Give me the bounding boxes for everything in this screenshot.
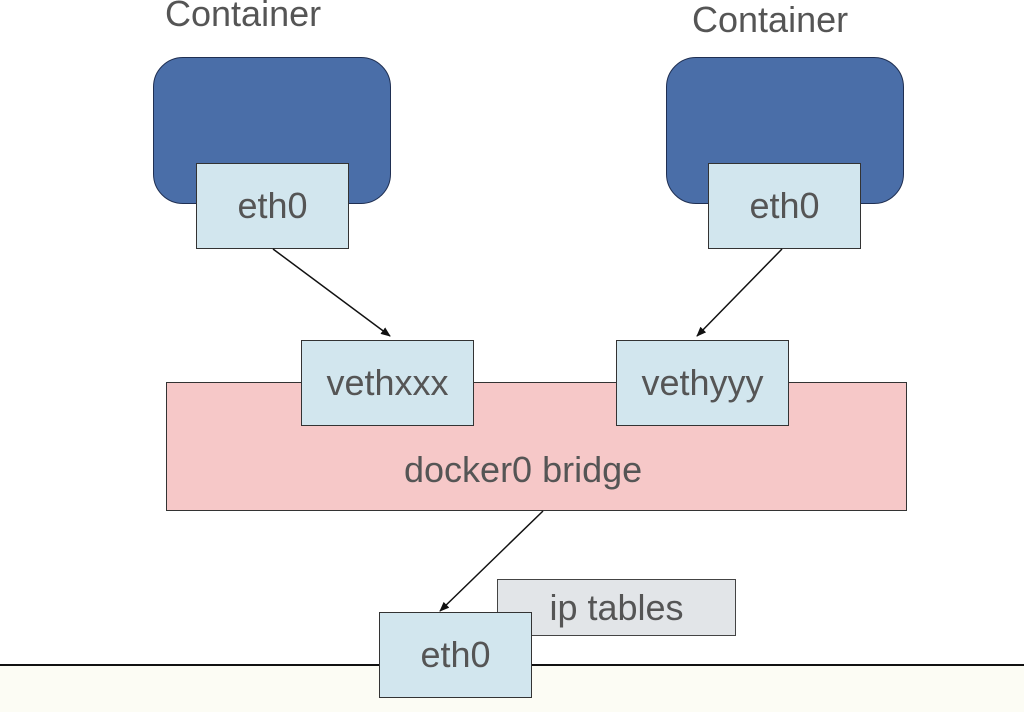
iptables-box: ip tables xyxy=(497,579,736,636)
veth-port-right: vethyyy xyxy=(616,340,789,426)
host-interface: eth0 xyxy=(379,612,532,698)
arrow-right-to-vethyyy xyxy=(696,248,783,337)
arrow-left-to-vethxxx xyxy=(272,248,391,337)
container-interface-right: eth0 xyxy=(708,163,861,249)
docker-bridge xyxy=(166,382,907,511)
container-title-left: Container xyxy=(165,0,322,34)
container-title-right: Container xyxy=(692,0,849,40)
bridge-label: docker0 bridge xyxy=(404,449,643,490)
container-interface-left: eth0 xyxy=(196,163,349,249)
veth-port-left: vethxxx xyxy=(301,340,474,426)
